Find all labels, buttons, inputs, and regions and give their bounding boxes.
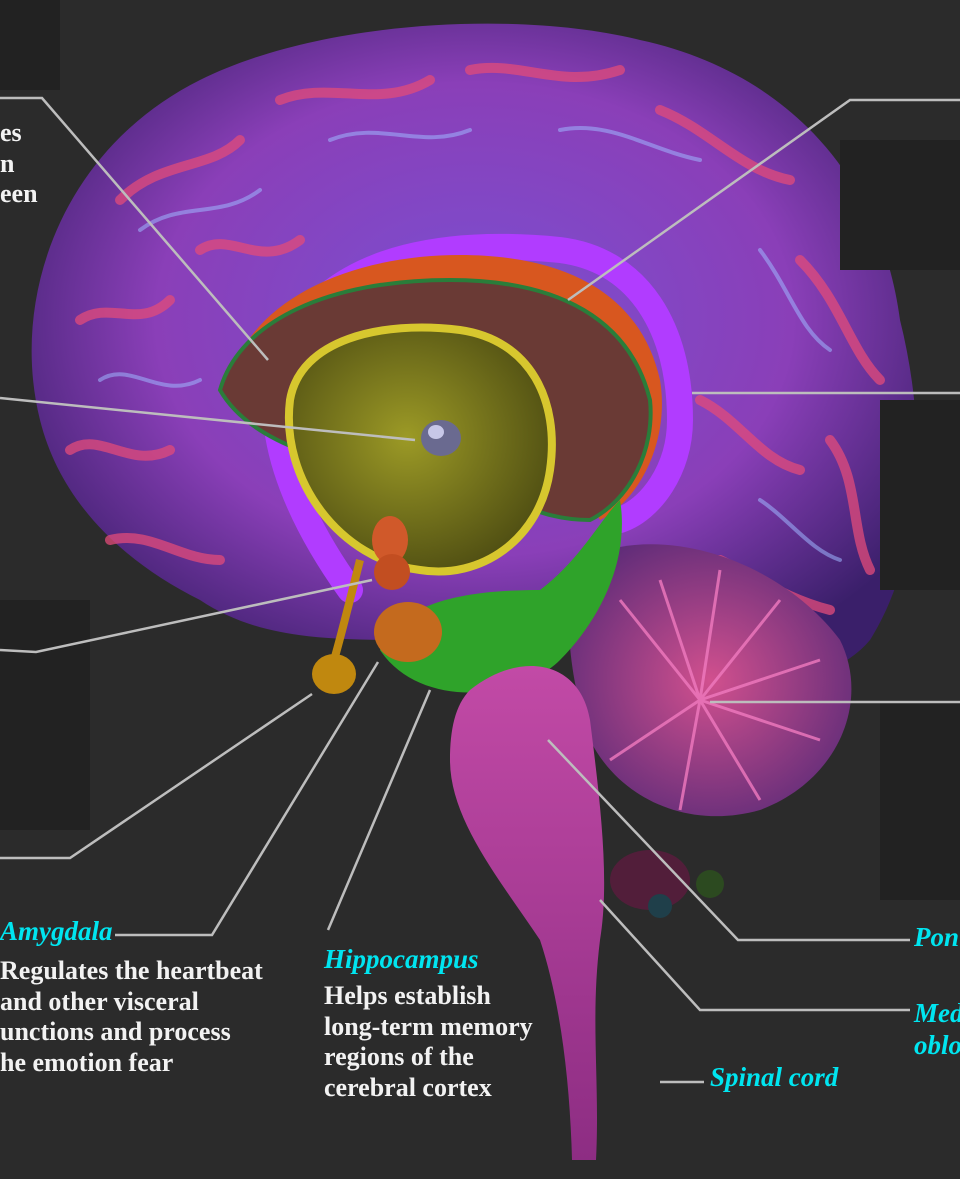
hippocampus-term: Hippocampus <box>324 944 479 976</box>
spinal-cord-term: Spinal cord <box>710 1062 838 1094</box>
hippocampus-desc-line-4: cerebral cortex <box>324 1073 533 1104</box>
hippocampus-desc-line-1: Helps establish <box>324 981 533 1012</box>
pineal-node <box>421 420 461 456</box>
amygdala-desc-line-3: unctions and process <box>0 1017 263 1048</box>
medulla-term-line-1: Med <box>914 998 960 1030</box>
amygdala-desc-line-2: and other visceral <box>0 987 263 1018</box>
left-fragment-line-2: n <box>0 149 38 180</box>
amygdala-desc-line-4: he emotion fear <box>0 1048 263 1079</box>
hippocampus-desc-line-3: regions of the <box>324 1042 533 1073</box>
medulla-term: Med oblo <box>914 998 960 1062</box>
hippocampus-description: Helps establish long-term memory regions… <box>324 981 533 1104</box>
amygdala-desc-line-1: Regulates the heartbeat <box>0 956 263 987</box>
left-label-fragment: es n een <box>0 118 38 210</box>
medulla-term-line-2: oblo <box>914 1030 960 1062</box>
left-fragment-line-3: een <box>0 179 38 210</box>
left-fragment-line-1: es <box>0 118 38 149</box>
amygdala-description: Regulates the heartbeat and other viscer… <box>0 956 263 1079</box>
pons-term: Pon <box>914 922 959 954</box>
hippocampus-desc-line-2: long-term memory <box>324 1012 533 1043</box>
amygdala-term: Amygdala <box>0 916 113 948</box>
hippocampus-structure <box>374 602 442 662</box>
